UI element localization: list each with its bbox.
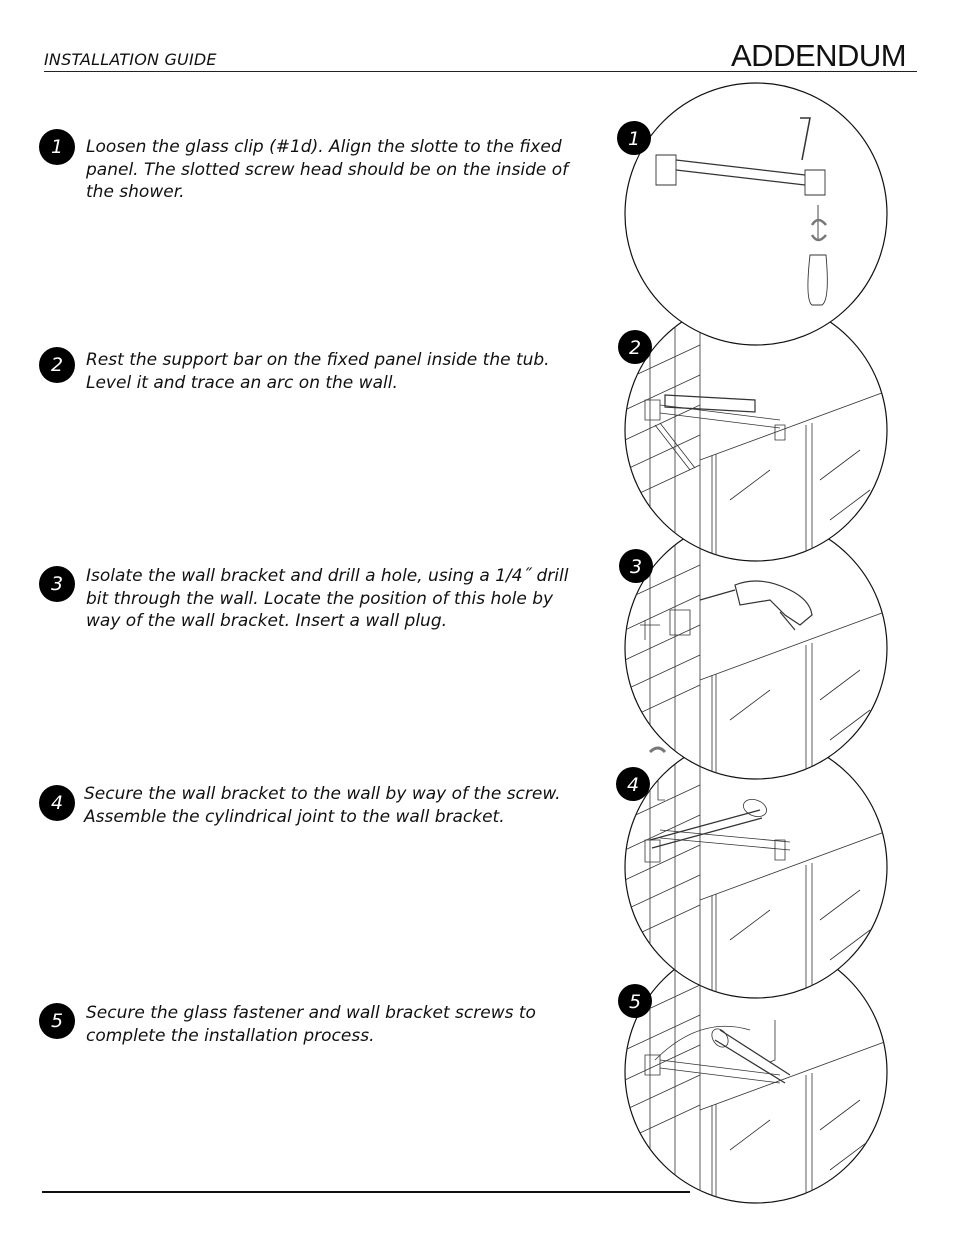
step-1-badge: 1 [39, 129, 75, 165]
figure-3: 3 [619, 516, 888, 780]
step-3-badge: 3 [39, 566, 75, 602]
step-4-badge: 4 [39, 785, 75, 821]
header-rule [44, 71, 917, 72]
svg-text:5: 5 [629, 991, 641, 1013]
svg-text:4: 4 [627, 774, 639, 796]
step-3-text: Isolate the wall bracket and drill a hol… [86, 566, 569, 631]
guide-title: INSTALLATION GUIDE [44, 50, 217, 69]
svg-text:1: 1 [628, 128, 640, 150]
step-2-text: Rest the support bar on the fixed panel … [86, 350, 550, 393]
step-5-text: Secure the glass fastener and wall brack… [86, 1003, 536, 1046]
figure-2: 2 [618, 298, 888, 562]
svg-text:3: 3 [630, 556, 642, 578]
addendum-title: ADDENDUM [731, 38, 907, 73]
step-4-text: Secure the wall bracket to the wall by w… [84, 784, 561, 827]
step-2-badge: 2 [39, 347, 75, 383]
footer-rule [42, 1191, 690, 1193]
figure-1: 1 [617, 82, 888, 346]
figure-4: 4 [616, 735, 888, 999]
svg-text:2: 2 [629, 337, 641, 359]
step-5-badge: 5 [39, 1003, 75, 1039]
step-1-text: Loosen the glass clip (#1d). Align the s… [86, 137, 569, 202]
figure-5: 5 [618, 940, 888, 1204]
